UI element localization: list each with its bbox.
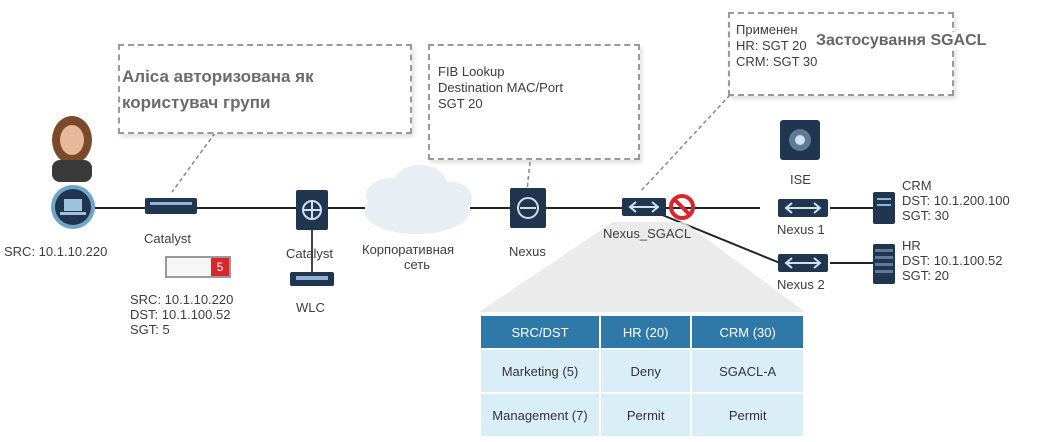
cloud-shape: [365, 165, 472, 234]
matrix-cell: Permit: [690, 392, 805, 438]
cloud-label-line1: Корпоративная: [362, 242, 455, 257]
nexus-sgacl-icon: [622, 198, 666, 216]
src-ip-label: SRC: 10.1.10.220: [4, 244, 108, 259]
crm-sgt: SGT: 30: [902, 208, 949, 223]
table-projection: [479, 222, 805, 312]
crm-name: CRM: [902, 178, 932, 193]
nexus-sgacl-label: Nexus_SGACL: [603, 226, 692, 241]
hr-dst: DST: 10.1.100.52: [902, 253, 1003, 268]
nexus2-label: Nexus 2: [777, 277, 825, 292]
link-sgacl-nexus2: [654, 211, 781, 264]
enforce-callout: Применен HR: SGT 20 CRM: SGT 30: [728, 12, 954, 96]
sgacl-matrix: SRC/DST HR (20) CRM (30) Marketing (5) D…: [479, 314, 805, 438]
nexus1-icon: [778, 199, 828, 217]
laptop-icon: [51, 185, 95, 229]
fib-callout: FIB Lookup Destination MAC/Port SGT 20: [428, 44, 640, 160]
matrix-row: Management (7) Permit Permit: [479, 392, 805, 438]
packet-sgt: SGT: 5: [130, 322, 170, 337]
matrix-cell: Management (7): [479, 392, 601, 438]
alice-callout: Аліса авторизована як користувач групи: [118, 44, 412, 134]
alice-callout-line2: користувач групи: [122, 93, 271, 112]
wlc-label: WLC: [296, 300, 325, 315]
wlc-icon: [290, 272, 334, 286]
matrix-cell: SGACL-A: [690, 348, 805, 394]
nexus2-icon: [778, 254, 828, 272]
nexus-icon: [510, 188, 546, 228]
enforce-line3: CRM: SGT 30: [736, 54, 818, 69]
pointer-enforce: [639, 94, 731, 193]
catalyst-switch-icon: [145, 198, 197, 214]
catalyst1-label: Catalyst: [144, 231, 191, 246]
pointer-fib: [526, 161, 531, 191]
cloud-label-line2: сеть: [404, 257, 431, 272]
pointer-alice: [171, 132, 216, 193]
fib-line1: FIB Lookup: [438, 64, 505, 79]
catalyst2-label: Catalyst: [286, 246, 333, 261]
packet-src: SRC: 10.1.10.220: [130, 292, 234, 307]
ise-label: ISE: [790, 172, 811, 187]
matrix-header-cell: SRC/DST: [479, 314, 601, 350]
crm-server-icon: [873, 192, 895, 224]
matrix-cell: Deny: [598, 348, 693, 394]
enforce-line1: Применен: [736, 22, 798, 37]
matrix-cell: Permit: [598, 392, 693, 438]
matrix-header-row: SRC/DST HR (20) CRM (30): [479, 314, 805, 350]
matrix-row: Marketing (5) Deny SGACL-A: [479, 348, 805, 394]
nexus1-label: Nexus 1: [777, 222, 825, 237]
fib-line3: SGT 20: [438, 96, 483, 111]
matrix-header-cell: HR (20): [598, 314, 693, 350]
alice-callout-line1: Аліса авторизована як: [122, 67, 314, 86]
packet-tag-value: 5: [211, 258, 229, 276]
enforce-overlay-label: Застосування SGACL: [814, 32, 989, 50]
packet-tag: 5: [165, 256, 231, 278]
deny-icon: [669, 194, 695, 220]
hr-server-icon: [873, 244, 895, 284]
ise-icon: [780, 120, 820, 160]
crm-dst: DST: 10.1.200.100: [902, 193, 1010, 208]
catalyst-chassis-icon: [296, 190, 328, 230]
matrix-cell: Marketing (5): [479, 348, 601, 394]
hr-sgt: SGT: 20: [902, 268, 949, 283]
enforce-line2: HR: SGT 20: [736, 38, 807, 53]
hr-name: HR: [902, 238, 921, 253]
nexus-label: Nexus: [509, 244, 546, 259]
fib-line2: Destination MAC/Port: [438, 80, 563, 95]
matrix-header-cell: CRM (30): [690, 314, 805, 350]
packet-dst: DST: 10.1.100.52: [130, 307, 231, 322]
alice-avatar: [52, 116, 92, 182]
